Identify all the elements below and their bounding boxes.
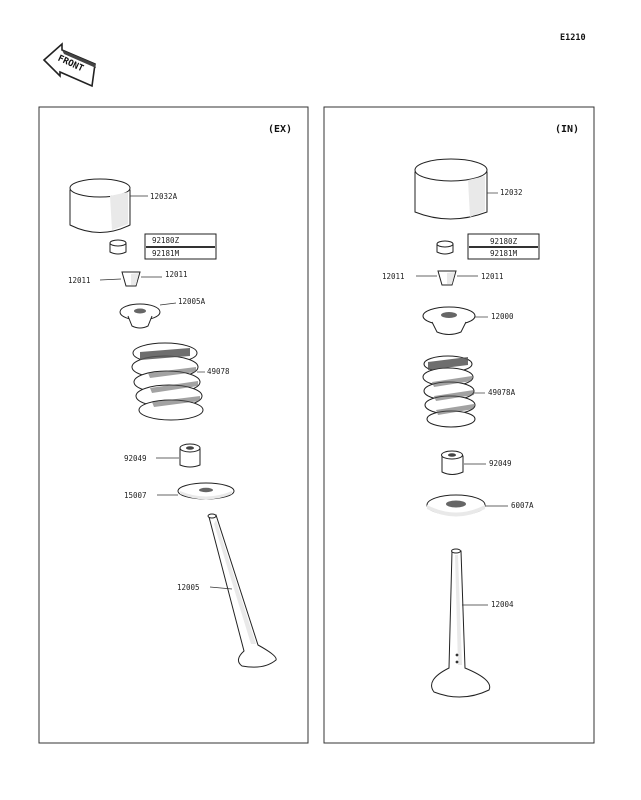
ex-label-shim-2: 92181M (152, 249, 180, 258)
in-label-shim-1: 92180Z (490, 237, 518, 246)
diagram-code: E1210 (560, 33, 586, 43)
in-label-retainer: 12000 (491, 312, 514, 321)
ex-label-spring: 49078 (207, 367, 230, 376)
in-keeper: 12011 12011 (382, 270, 504, 286)
in-label-spring: 49078A (488, 388, 516, 397)
in-label-valve: 12004 (491, 600, 514, 609)
ex-label-valve: 12005 (177, 583, 200, 592)
in-label-seat: 6007A (511, 501, 534, 510)
exhaust-panel (38, 106, 309, 744)
in-label-shim-2: 92181M (490, 249, 518, 258)
ex-label-retainer: 12005A (178, 297, 206, 306)
exhaust-title: (EX) (268, 124, 292, 135)
ex-label-keeper-right: 12011 (165, 270, 188, 279)
in-shim: 92180Z 92181M (436, 233, 540, 260)
in-label-tappet: 12032 (500, 188, 523, 197)
in-label-keeper-right: 12011 (481, 272, 504, 281)
ex-spring: 49078 (131, 342, 230, 421)
intake-panel (323, 106, 595, 744)
ex-valve: 12005 (177, 513, 277, 668)
ex-label-seat: 15007 (124, 491, 147, 500)
front-arrow-icon: FRONT (42, 42, 96, 88)
ex-seat: 15007 (124, 482, 235, 500)
ex-seal: 92049 (124, 443, 201, 468)
in-tappet: 12032 (414, 158, 523, 220)
ex-label-keeper-left: 12011 (68, 276, 91, 285)
in-valve: 12004 (431, 548, 514, 698)
ex-label-shim-1: 92180Z (152, 236, 180, 245)
in-seal: 92049 (441, 450, 512, 475)
ex-keeper: 12011 12011 (68, 270, 188, 287)
ex-retainer: 12005A (119, 297, 206, 329)
in-label-keeper-left: 12011 (382, 272, 405, 281)
ex-shim: 92180Z 92181M (109, 233, 217, 260)
ex-label-seal: 92049 (124, 454, 147, 463)
in-label-seal: 92049 (489, 459, 512, 468)
intake-title: (IN) (555, 124, 579, 135)
in-retainer: 12000 (422, 306, 514, 335)
ex-tappet: 12032A (69, 178, 178, 233)
in-seat: 6007A (426, 494, 534, 517)
in-spring: 49078A (422, 355, 516, 428)
ex-label-tappet: 12032A (150, 192, 178, 201)
